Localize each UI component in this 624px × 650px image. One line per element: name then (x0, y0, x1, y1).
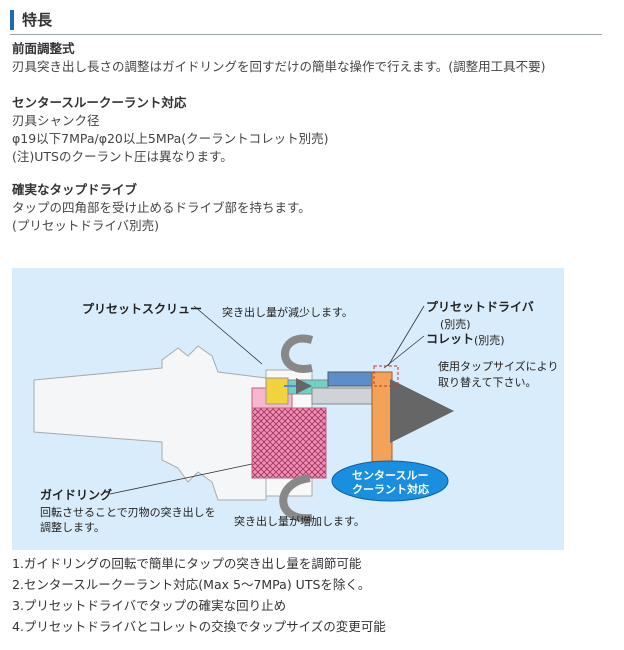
feature-list: 1.ガイドリングの回転で簡単にタップの突き出し量を調節可能 2.センタースルーク… (12, 553, 386, 637)
feature-front-adjust: 前面調整式 刃具突き出し長さの調整はガイドリングを回すだけの簡単な操作で行えます… (12, 40, 546, 76)
label-preset-driver: プリセットドライバ (426, 300, 534, 314)
label-center-through: クーラント対応 (352, 483, 429, 496)
feature-text: (注)UTSのクーラント圧は異なります。 (12, 149, 233, 164)
coolant-badge (331, 460, 449, 502)
label-guide-ring: ガイドリング (40, 488, 113, 502)
list-item: 4.プリセットドライバとコレットの交換でタップサイズの変更可能 (12, 619, 386, 634)
label-guide-note: 回転させることで刃物の突き出しを (40, 506, 216, 519)
preset-screw-part (265, 377, 289, 405)
label-collet: コレット (426, 332, 475, 346)
feature-text: φ19以下7MPa/φ20以上5MPa(クーラントコレット別売) (12, 131, 329, 146)
page-title: 特長 (22, 11, 53, 29)
guide-ring-hatch (251, 407, 327, 479)
label-center-through: センタースルー (352, 469, 429, 482)
feature-text: 刃具シャンク径 (12, 113, 100, 128)
feature-coolant: センタースルークーラント対応 刃具シャンク径 φ19以下7MPa/φ20以上5M… (12, 94, 329, 166)
label-replace-note: 使用タップサイズにより (438, 360, 559, 373)
list-item: 1.ガイドリングの回転で簡単にタップの突き出し量を調節可能 (12, 556, 362, 571)
header-accent-bar (10, 10, 14, 30)
feature-heading: センタースルークーラント対応 (12, 95, 187, 110)
label-increase: 突き出し量が増加します。 (234, 515, 365, 528)
label-guide-note: 調整します。 (40, 521, 105, 534)
list-item: 3.プリセットドライバでタップの確実な回り止め (12, 598, 287, 613)
feature-heading: 前面調整式 (12, 41, 75, 56)
feature-text: 刃具突き出し長さの調整はガイドリングを回すだけの簡単な操作で行えます。(調整用工… (12, 59, 546, 74)
feature-tap-drive: 確実なタップドライブ タップの四角部を受け止めるドライブ部を持ちます。 (プリセ… (12, 181, 311, 235)
label-sold-separately: (別売) (474, 334, 505, 347)
feature-text: タップの四角部を受け止めるドライブ部を持ちます。 (12, 200, 311, 215)
collet-part (371, 371, 393, 477)
label-sold-separately: (別売) (440, 318, 471, 331)
tool-holder-diagram: プリセットスクリュー 突き出し量が減少します。 プリセットドライバ (別売) コ… (12, 268, 564, 550)
section-header: 特長 (10, 8, 602, 35)
feature-text: (プリセットドライバ別売) (12, 218, 160, 233)
feature-heading: 確実なタップドライブ (12, 182, 138, 197)
list-item: 2.センタースルークーラント対応(Max 5〜7MPa) UTSを除く。 (12, 577, 371, 592)
diagram-drawing (33, 305, 454, 523)
label-replace-note: 取り替えて下さい。 (438, 376, 537, 389)
label-decrease: 突き出し量が減少します。 (222, 306, 353, 319)
label-preset-screw: プリセットスクリュー (82, 302, 203, 316)
